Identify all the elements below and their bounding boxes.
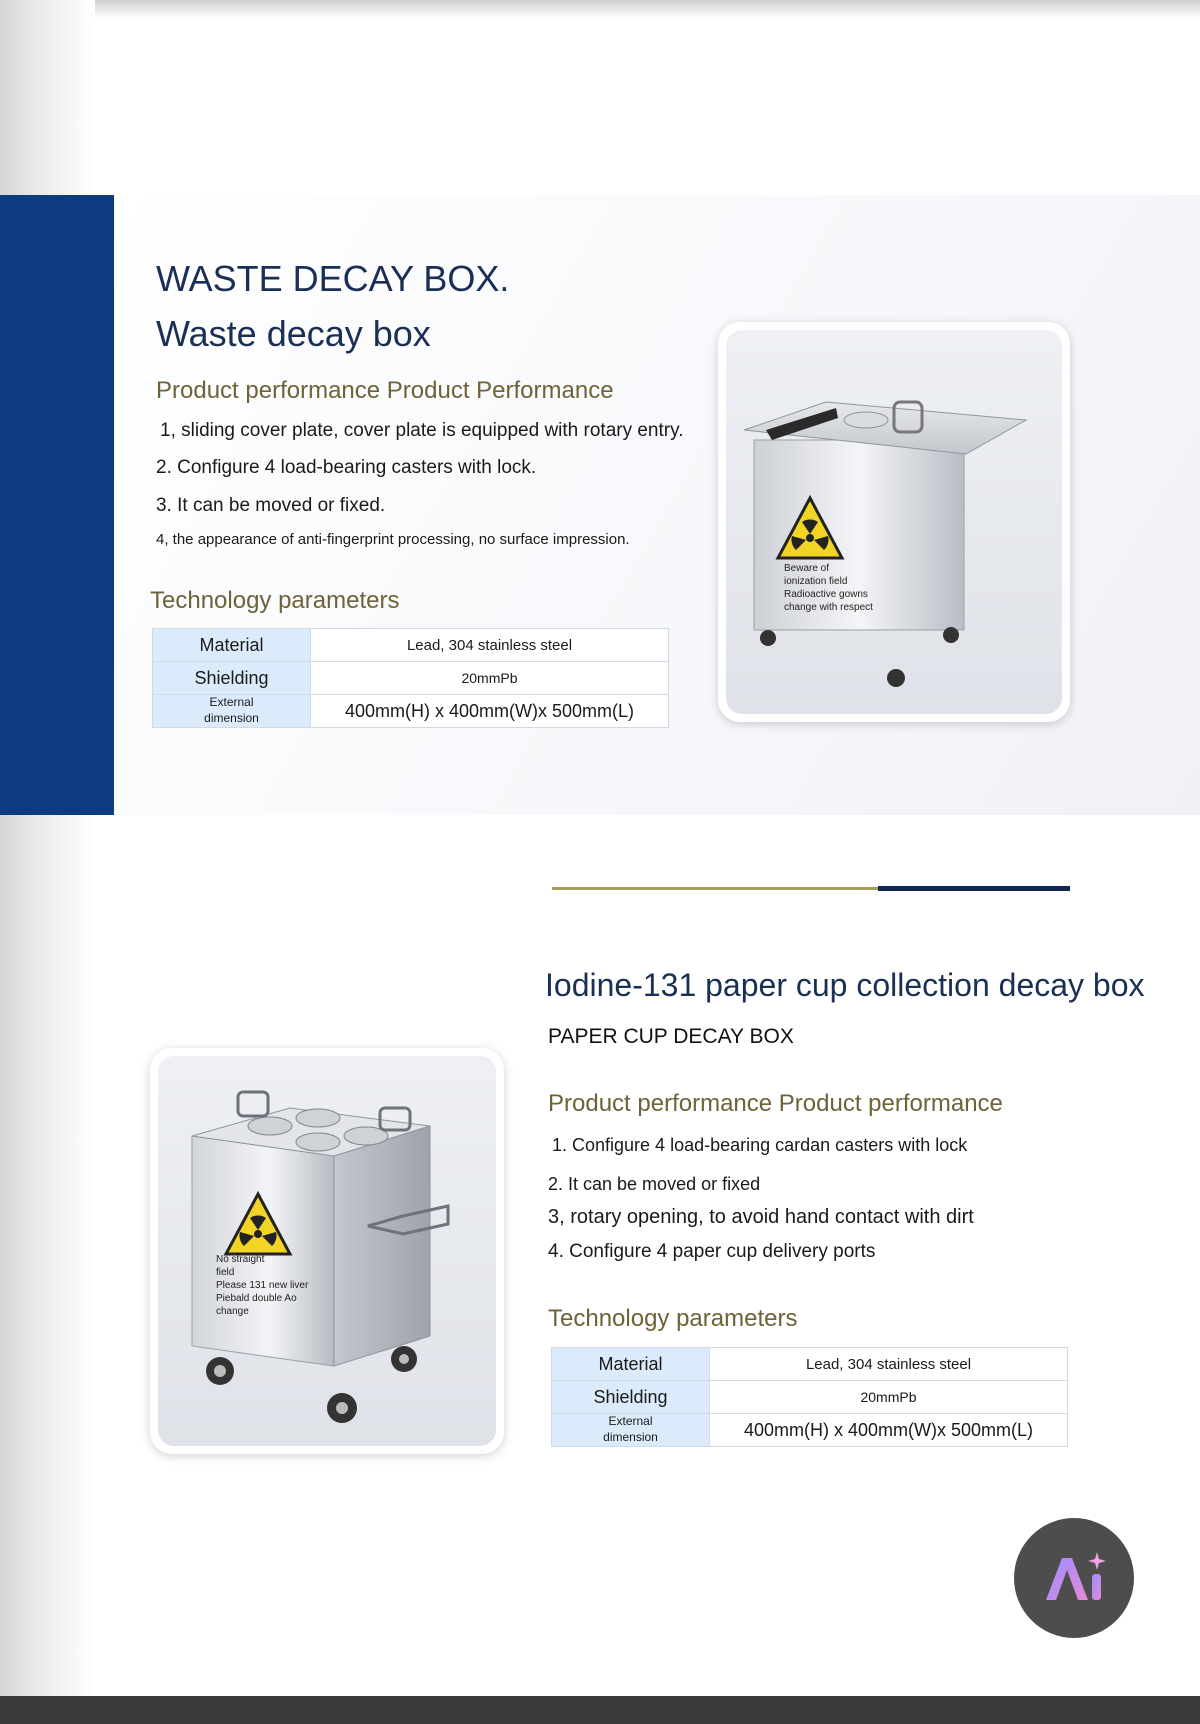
table-row: Shielding 20mmPb [551, 1380, 1068, 1414]
waste-decay-box-image: Beware of ionization field Radioactive g… [718, 322, 1070, 722]
param-key-dimension: External dimension [152, 694, 311, 728]
param-value-material: Lead, 304 stainless steel [310, 628, 669, 662]
section2-param-table: Material Lead, 304 stainless steel Shiel… [551, 1347, 1068, 1447]
section1-bullet-2: 2. Configure 4 load-bearing casters with… [156, 457, 537, 478]
param-value-dimension: 400mm(H) x 400mm(W)x 500mm(L) [310, 694, 669, 728]
section1-tech-heading: Technology parameters [150, 587, 400, 614]
section2-title: Iodine-131 paper cup collection decay bo… [545, 967, 1145, 1003]
table-row: External dimension 400mm(H) x 400mm(W)x … [551, 1413, 1068, 1447]
section1-param-table: Material Lead, 304 stainless steel Shiel… [152, 628, 669, 728]
page-bottom-bar [0, 1696, 1200, 1724]
param-value-shielding: 20mmPb [310, 661, 669, 695]
section2-bullet-4: 4. Configure 4 paper cup delivery ports [548, 1241, 876, 1262]
section2-bullet-2: 2. It can be moved or fixed [548, 1174, 761, 1194]
paper-cup-decay-box-image: No straight field Please 131 new liver P… [150, 1048, 504, 1454]
section2-subtitle: PAPER CUP DECAY BOX [548, 1025, 794, 1048]
param-value-material: Lead, 304 stainless steel [709, 1347, 1068, 1381]
table-row: Shielding 20mmPb [152, 661, 669, 695]
section2-bullet-1: 1. Configure 4 load-bearing cardan caste… [552, 1135, 968, 1155]
section-divider-navy [878, 886, 1070, 891]
param-key-dimension: External dimension [551, 1413, 710, 1447]
page-top-shadow [0, 0, 1200, 18]
section1-blue-band [0, 195, 114, 815]
param-key-shielding: Shielding [152, 661, 311, 695]
param-key-material: Material [551, 1347, 710, 1381]
table-row: Material Lead, 304 stainless steel [152, 628, 669, 662]
section-divider-gold [552, 887, 878, 890]
section1-bullet-4: 4, the appearance of anti-fingerprint pr… [156, 531, 630, 548]
param-value-dimension: 400mm(H) x 400mm(W)x 500mm(L) [709, 1413, 1068, 1447]
section1-bullet-3: 3. It can be moved or fixed. [156, 495, 386, 516]
section2-tech-heading: Technology parameters [548, 1305, 798, 1332]
param-key-material: Material [152, 628, 311, 662]
product-photo-frame: No straight field Please 131 new liver P… [158, 1056, 496, 1446]
param-value-shielding: 20mmPb [709, 1380, 1068, 1414]
table-row: External dimension 400mm(H) x 400mm(W)x … [152, 694, 669, 728]
section1-title: WASTE DECAY BOX. [156, 258, 510, 299]
ai-assistant-button[interactable] [1014, 1518, 1134, 1638]
product-photo-frame: Beware of ionization field Radioactive g… [726, 330, 1062, 714]
product-warning-label: No straight field Please 131 new liver P… [216, 1254, 309, 1317]
table-row: Material Lead, 304 stainless steel [551, 1347, 1068, 1381]
section1-subtitle: Waste decay box [156, 313, 431, 354]
paper-cup-decay-box-illustration [191, 1090, 450, 1423]
section2-bullet-3: 3, rotary opening, to avoid hand contact… [548, 1206, 974, 1228]
product-warning-label: Beware of ionization field Radioactive g… [784, 563, 873, 613]
section2-performance-heading: Product performance Product performance [548, 1090, 1003, 1117]
waste-decay-box-illustration [743, 400, 1028, 687]
section1-performance-heading: Product performance Product Performance [156, 377, 614, 404]
ai-sparkle-icon [1046, 1552, 1106, 1600]
section1-bullet-1: 1, sliding cover plate, cover plate is e… [160, 420, 684, 441]
param-key-shielding: Shielding [551, 1380, 710, 1414]
